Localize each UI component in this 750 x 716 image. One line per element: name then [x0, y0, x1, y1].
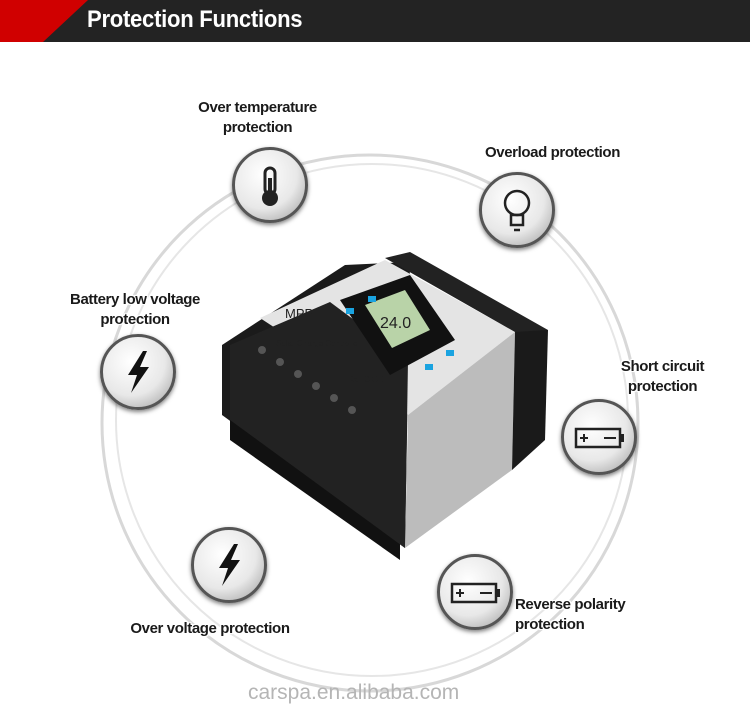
- lightning-bolt-icon: [191, 527, 267, 603]
- header-banner: Protection Functions: [0, 0, 750, 42]
- label-line: Over temperature: [198, 99, 317, 116]
- thermometer-icon: [232, 147, 308, 223]
- feature-label-overload: Overload protection: [460, 143, 645, 163]
- feature-label-battery-low-voltage: Battery low voltage protection: [45, 290, 225, 330]
- watermark: carspa.en.alibaba.com: [248, 681, 460, 704]
- certifications: RoHS CE: [348, 375, 384, 384]
- feature-label-short-circuit: Short circuit protection: [600, 357, 725, 397]
- label-line: Overload protection: [485, 144, 620, 161]
- battery-icon: [437, 554, 513, 630]
- label-line: protection: [515, 616, 585, 633]
- label-line: Over voltage protection: [130, 620, 290, 637]
- feature-label-over-temperature: Over temperature protection: [170, 98, 345, 138]
- feature-label-over-voltage: Over voltage protection: [100, 619, 320, 639]
- model-label: MPPT: [285, 306, 321, 321]
- red-accent-stripe: [0, 0, 88, 42]
- label-line: protection: [100, 311, 170, 328]
- product-name: Solar Charge Controller: [276, 339, 360, 348]
- lcd-reading: 24.0: [380, 315, 411, 332]
- page-title: Protection Functions: [87, 6, 303, 33]
- battery-icon: [561, 399, 637, 475]
- label-line: protection: [222, 119, 293, 136]
- label-line: Reverse polarity: [515, 596, 626, 613]
- label-line: Battery low voltage: [70, 291, 200, 308]
- label-line: Short circuit: [620, 358, 705, 375]
- label-line: protection: [627, 378, 698, 395]
- light-bulb-icon: [479, 172, 555, 248]
- feature-label-reverse-polarity: Reverse polarity protection: [515, 595, 665, 635]
- lightning-bolt-icon: [100, 334, 176, 410]
